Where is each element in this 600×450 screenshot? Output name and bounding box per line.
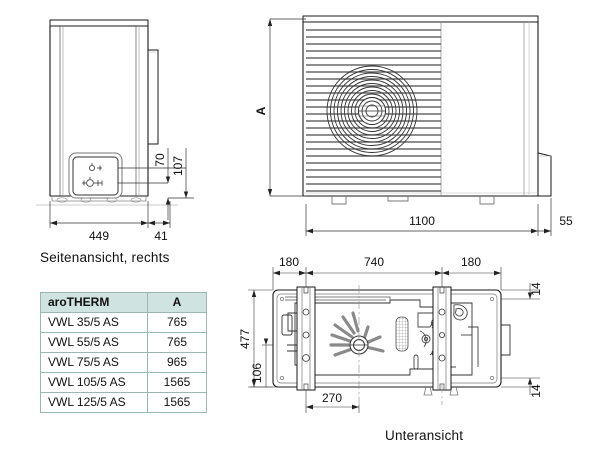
table-row: VWL 105/5 AS 1565 (40, 372, 207, 393)
side-view-drawing: 449 41 70 107 (36, 19, 194, 243)
table-header-a: A (147, 292, 207, 313)
bottom-dim-477: 477 (240, 329, 252, 349)
table-row: VWL 75/5 AS 965 (40, 352, 207, 373)
table-row: VWL 55/5 AS 765 (40, 332, 207, 353)
bottom-dim-14-bottom: 14 (529, 384, 543, 398)
front-view-drawing: A 1100 55 (254, 15, 573, 236)
table-header-row: aroTHERM A (40, 292, 207, 313)
table-cell-model: VWL 35/5 AS (40, 312, 148, 333)
table-row: VWL 35/5 AS 765 (40, 312, 207, 333)
bottom-dim-180-left: 180 (279, 255, 299, 269)
side-dim-41: 41 (154, 229, 168, 243)
front-dim-1100: 1100 (409, 214, 435, 228)
front-dim-55: 55 (559, 214, 573, 228)
side-dim-107: 107 (171, 156, 185, 176)
table-row: VWL 125/5 AS 1565 (40, 392, 207, 413)
table-cell-a: 965 (147, 352, 207, 373)
side-dim-70: 70 (153, 153, 167, 167)
bottom-dim-14-top: 14 (529, 282, 543, 296)
table-cell-model: VWL 55/5 AS (40, 332, 148, 353)
bottom-dim-270: 270 (322, 391, 342, 405)
table-cell-a: 765 (147, 312, 207, 333)
front-dim-a: A (254, 106, 268, 115)
table-header-model: aroTHERM (40, 292, 148, 313)
table-cell-model: VWL 75/5 AS (40, 352, 148, 373)
side-view-caption: Seitenansicht, rechts (40, 250, 170, 265)
table-cell-a: 1565 (147, 392, 207, 413)
table-cell-a: 1565 (147, 372, 207, 393)
table-cell-model: VWL 125/5 AS (40, 392, 148, 413)
table-cell-model: VWL 105/5 AS (40, 372, 148, 393)
table-cell-a: 765 (147, 332, 207, 353)
bottom-view-drawing: 180 740 180 14 14 477 106 270 (240, 255, 543, 413)
bottom-dim-740: 740 (364, 255, 384, 269)
spec-table: aroTHERM A VWL 35/5 AS 765 VWL 55/5 AS 7… (40, 292, 207, 413)
side-dim-449: 449 (89, 229, 109, 243)
bottom-dim-106: 106 (250, 363, 264, 383)
bottom-dim-180-right: 180 (461, 255, 481, 269)
bottom-view-caption: Unteransicht (385, 428, 464, 443)
